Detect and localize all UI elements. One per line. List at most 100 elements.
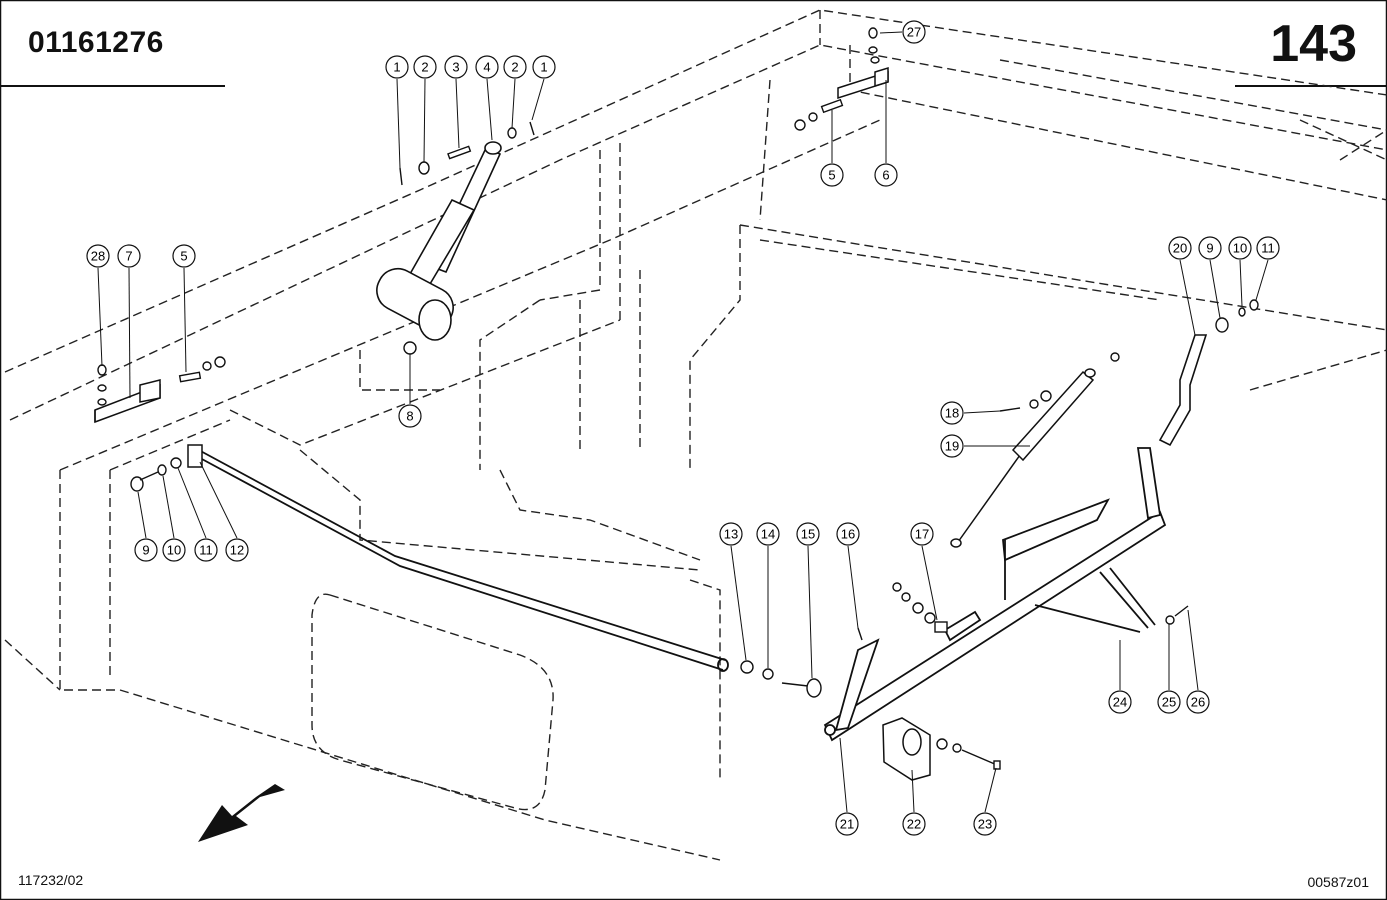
machine-body-outline bbox=[4, 9, 1387, 861]
callout-label: 19 bbox=[945, 439, 959, 454]
main-frame-assembly bbox=[823, 447, 1167, 742]
callout-circle bbox=[940, 401, 964, 425]
callout-circle bbox=[756, 522, 780, 546]
callout-label: 4 bbox=[483, 60, 490, 75]
callout-23: 23 bbox=[973, 812, 997, 836]
callout-9: 9 bbox=[134, 538, 158, 562]
callout-circle bbox=[820, 163, 844, 187]
callout-28: 28 bbox=[86, 244, 110, 268]
callout-leaders bbox=[97, 31, 1269, 813]
document-number: 01161276 bbox=[28, 26, 164, 59]
page-number: 143 bbox=[1270, 15, 1357, 73]
callout-label: 3 bbox=[452, 60, 459, 75]
callout-circle bbox=[194, 538, 218, 562]
callout-label: 14 bbox=[761, 527, 775, 542]
callout-circle bbox=[973, 812, 997, 836]
callout-label: 24 bbox=[1113, 695, 1127, 710]
callout-12: 12 bbox=[225, 538, 249, 562]
callout-5: 5 bbox=[172, 244, 196, 268]
callout-circle bbox=[910, 522, 934, 546]
callout-1: 1 bbox=[385, 55, 409, 79]
callout-circle bbox=[835, 812, 859, 836]
callout-label: 2 bbox=[511, 60, 518, 75]
callout-2: 2 bbox=[503, 55, 527, 79]
callout-circle bbox=[836, 522, 860, 546]
callout-label: 5 bbox=[180, 249, 187, 264]
callout-circle bbox=[902, 20, 926, 44]
callout-25: 25 bbox=[1157, 690, 1181, 714]
callout-10: 10 bbox=[1228, 236, 1252, 260]
access-panel-outline bbox=[311, 593, 554, 811]
callout-circle bbox=[86, 244, 110, 268]
callout-8: 8 bbox=[398, 404, 422, 428]
left-mounting-bracket bbox=[94, 379, 161, 424]
callout-label: 21 bbox=[840, 817, 854, 832]
callout-7: 7 bbox=[117, 244, 141, 268]
callout-label: 17 bbox=[915, 527, 929, 542]
callout-1: 1 bbox=[532, 55, 556, 79]
rod-end-bracket bbox=[187, 444, 203, 468]
callout-27: 27 bbox=[902, 20, 926, 44]
callout-label: 22 bbox=[907, 817, 921, 832]
callout-label: 11 bbox=[1261, 241, 1275, 256]
callout-label: 16 bbox=[841, 527, 855, 542]
callout-26: 26 bbox=[1186, 690, 1210, 714]
top-mounting-bracket bbox=[837, 66, 889, 100]
callout-circle bbox=[1256, 236, 1280, 260]
drawing-code-left: 117232/02 bbox=[18, 872, 84, 888]
callout-circle bbox=[172, 244, 196, 268]
callout-17: 17 bbox=[910, 522, 934, 546]
callout-label: 10 bbox=[1233, 241, 1247, 256]
callout-13: 13 bbox=[719, 522, 743, 546]
callout-circle bbox=[134, 538, 158, 562]
callout-circle bbox=[1108, 690, 1132, 714]
callout-circle bbox=[413, 55, 437, 79]
callout-label: 25 bbox=[1162, 695, 1176, 710]
callout-circle bbox=[444, 55, 468, 79]
callout-label: 1 bbox=[393, 60, 400, 75]
callout-circle bbox=[1157, 690, 1181, 714]
link-rod bbox=[194, 447, 729, 672]
pivot-bracket bbox=[882, 717, 931, 781]
callout-circle bbox=[719, 522, 743, 546]
callout-label: 15 bbox=[801, 527, 815, 542]
callout-16: 16 bbox=[836, 522, 860, 546]
callout-10: 10 bbox=[162, 538, 186, 562]
callout-circle bbox=[503, 55, 527, 79]
callout-label: 6 bbox=[882, 168, 889, 183]
callout-label: 5 bbox=[828, 168, 835, 183]
callout-19: 19 bbox=[940, 434, 964, 458]
lever-arm bbox=[1158, 334, 1208, 447]
callout-label: 20 bbox=[1173, 241, 1187, 256]
callout-label: 7 bbox=[125, 249, 132, 264]
callout-15: 15 bbox=[796, 522, 820, 546]
callout-circle bbox=[162, 538, 186, 562]
callout-circle bbox=[1186, 690, 1210, 714]
callout-3: 3 bbox=[444, 55, 468, 79]
gas-strut bbox=[950, 368, 1096, 548]
direction-arrow-icon bbox=[198, 784, 285, 842]
callout-label: 9 bbox=[142, 543, 149, 558]
callout-label: 11 bbox=[199, 543, 213, 558]
callout-circle bbox=[385, 55, 409, 79]
callout-circle bbox=[1168, 236, 1192, 260]
callout-14: 14 bbox=[756, 522, 780, 546]
callout-circle bbox=[225, 538, 249, 562]
callout-label: 2 bbox=[421, 60, 428, 75]
callout-circle bbox=[475, 55, 499, 79]
callout-20: 20 bbox=[1168, 236, 1192, 260]
callout-label: 1 bbox=[540, 60, 547, 75]
callout-4: 4 bbox=[475, 55, 499, 79]
callout-9: 9 bbox=[1198, 236, 1222, 260]
callout-label: 13 bbox=[724, 527, 738, 542]
callout-label: 9 bbox=[1206, 241, 1213, 256]
hardware-items bbox=[97, 27, 1259, 770]
callout-label: 18 bbox=[945, 406, 959, 421]
callout-circle bbox=[398, 404, 422, 428]
callout-2: 2 bbox=[413, 55, 437, 79]
callout-11: 11 bbox=[1256, 236, 1280, 260]
callout-18: 18 bbox=[940, 401, 964, 425]
